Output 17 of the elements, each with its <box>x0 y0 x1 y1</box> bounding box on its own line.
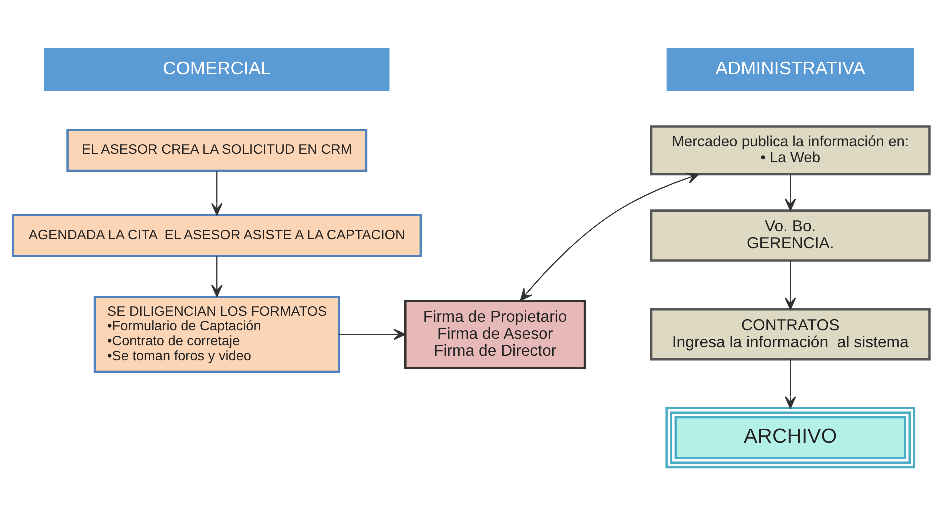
node-box: Vo. Bo. GERENCIA. <box>650 209 931 262</box>
arrow <box>784 174 796 211</box>
node-box: AGENDADA LA CITA EL ASESOR ASISTE A LA CAPTACION <box>12 214 422 257</box>
node-box: ARCHIVO <box>666 406 916 468</box>
arrow <box>784 359 796 408</box>
arrow <box>211 170 223 216</box>
arrow <box>784 260 796 310</box>
arrow <box>211 256 223 297</box>
node-box: Mercadeo publica la información en: • La Web <box>650 125 931 176</box>
arrow <box>339 328 406 340</box>
node-box: SE DILIGENCIAN LOS FORMATOS •Formulario de Captación •Contrato de corretaje •Se toman foros y video <box>94 295 340 373</box>
node-box: Firma de Propietario Firma de Asesor Firma de Director <box>404 299 586 369</box>
node-box: EL ASESOR CREA LA SOLICITUD EN CRM <box>66 128 368 172</box>
node-box: CONTRATOS Ingresa la información al sistema <box>650 308 931 360</box>
node-box: ADMINISTRATIVA <box>666 48 914 92</box>
arrow <box>520 172 700 301</box>
node-box: COMERCIAL <box>44 48 390 92</box>
